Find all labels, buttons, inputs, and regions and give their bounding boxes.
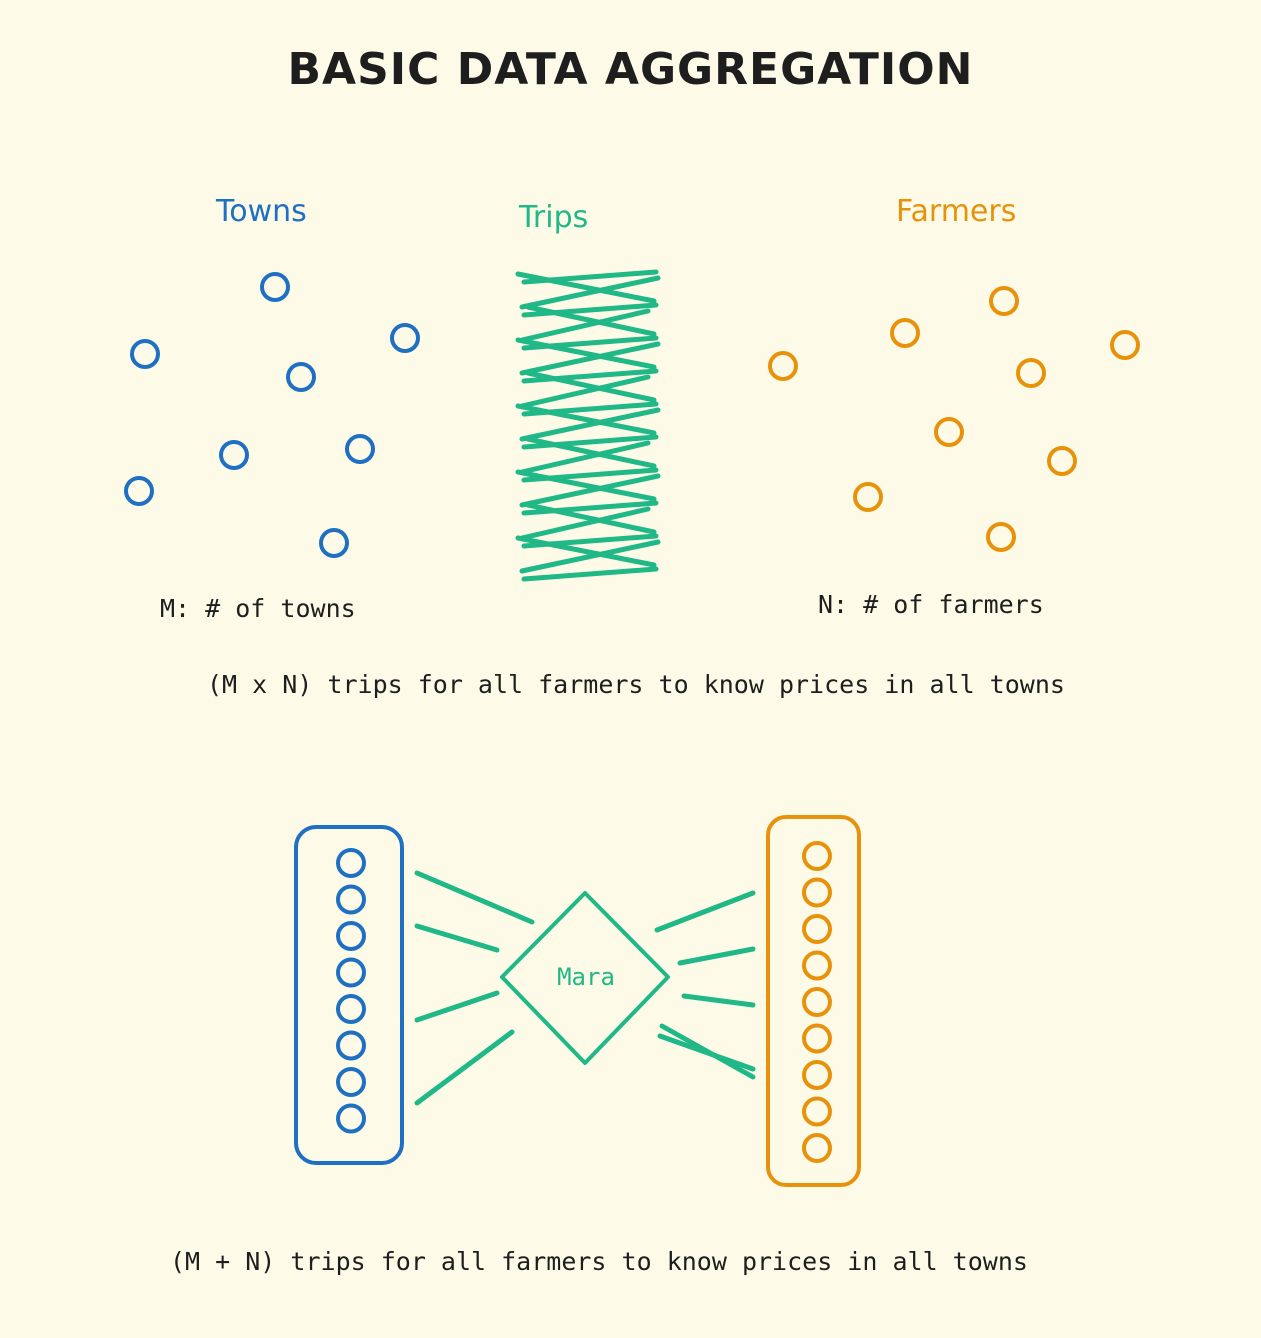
aggregator-label: Mara	[557, 963, 615, 991]
farmers-container	[766, 815, 861, 1187]
stacked-farmer-node	[802, 914, 832, 944]
trip-line	[519, 440, 651, 475]
trip-line	[521, 500, 659, 516]
aggregated-trips-caption: (M + N) trips for all farmers to know pr…	[170, 1247, 1028, 1276]
farmer-node	[934, 417, 964, 447]
farmer-node	[853, 482, 883, 512]
farmer-spoke	[681, 993, 756, 1008]
town-node	[319, 528, 349, 558]
farmer-node	[890, 318, 920, 348]
trip-line	[521, 368, 659, 384]
stacked-town-node	[336, 884, 366, 915]
trip-line	[521, 566, 659, 582]
stacked-town-node	[336, 921, 366, 951]
trip-line	[519, 539, 661, 574]
farmer-node	[1110, 330, 1140, 360]
farmer-node	[989, 286, 1019, 316]
farmer-node	[1016, 358, 1046, 388]
farmers-label: Farmers	[896, 194, 1017, 229]
trips-label: Trips	[519, 200, 589, 235]
stacked-farmer-node	[802, 877, 832, 908]
aggregator-spokes	[414, 870, 756, 1106]
town-node	[260, 272, 290, 302]
trip-line	[521, 302, 659, 318]
stacked-farmer-node	[802, 950, 832, 981]
stacked-farmer-node	[802, 987, 832, 1017]
stacked-farmer-node	[802, 1096, 832, 1127]
farmer-spoke	[657, 1033, 756, 1072]
direct-trips-caption: (M x N) trips for all farmers to know pr…	[207, 670, 1065, 699]
trip-line	[519, 506, 651, 541]
trip-line	[521, 335, 659, 351]
town-spoke	[414, 870, 535, 925]
stacked-farmers	[802, 841, 832, 1163]
aggregator-diamond	[500, 891, 670, 1065]
stacked-town-node	[336, 1067, 366, 1097]
farmers-count-caption: N: # of farmers	[818, 590, 1044, 619]
trip-line	[519, 407, 661, 442]
trip-line	[519, 341, 661, 376]
town-node	[286, 362, 316, 392]
scattered-towns	[124, 272, 420, 558]
towns-label: Towns	[216, 194, 307, 229]
farmer-spoke	[654, 890, 756, 933]
farmer-spoke	[677, 946, 756, 966]
diagram-title: BASIC DATA AGGREGATION	[287, 44, 974, 95]
farmer-node	[986, 522, 1016, 552]
stacked-town-node	[336, 994, 366, 1024]
stacked-town-node	[336, 1030, 366, 1061]
town-node	[219, 440, 249, 470]
trip-lines	[515, 269, 661, 582]
trip-line	[521, 533, 659, 549]
stacked-town-node	[336, 848, 366, 878]
stacked-towns	[336, 848, 366, 1134]
towns-container	[294, 825, 404, 1165]
town-spoke	[414, 1029, 515, 1106]
trip-line	[519, 275, 661, 310]
trip-line	[521, 401, 659, 417]
stacked-farmer-node	[802, 841, 832, 871]
scattered-farmers	[768, 286, 1140, 552]
trip-line	[521, 434, 659, 450]
trip-line	[519, 374, 651, 409]
town-node	[124, 476, 154, 506]
towns-count-caption: M: # of towns	[160, 594, 356, 623]
stacked-town-node	[336, 957, 366, 988]
town-spoke	[414, 923, 500, 953]
town-node	[390, 323, 420, 353]
stacked-farmer-node	[802, 1060, 832, 1090]
trip-line	[519, 308, 651, 343]
stacked-farmer-node	[802, 1023, 832, 1054]
trip-line	[521, 467, 659, 483]
town-spoke	[414, 990, 500, 1023]
farmer-node	[768, 351, 798, 381]
town-node	[345, 434, 375, 464]
stacked-town-node	[336, 1103, 366, 1134]
town-node	[130, 339, 160, 369]
trip-line	[521, 269, 659, 285]
farmer-node	[1047, 446, 1077, 476]
stacked-farmer-node	[802, 1133, 832, 1163]
trip-line	[519, 473, 661, 508]
